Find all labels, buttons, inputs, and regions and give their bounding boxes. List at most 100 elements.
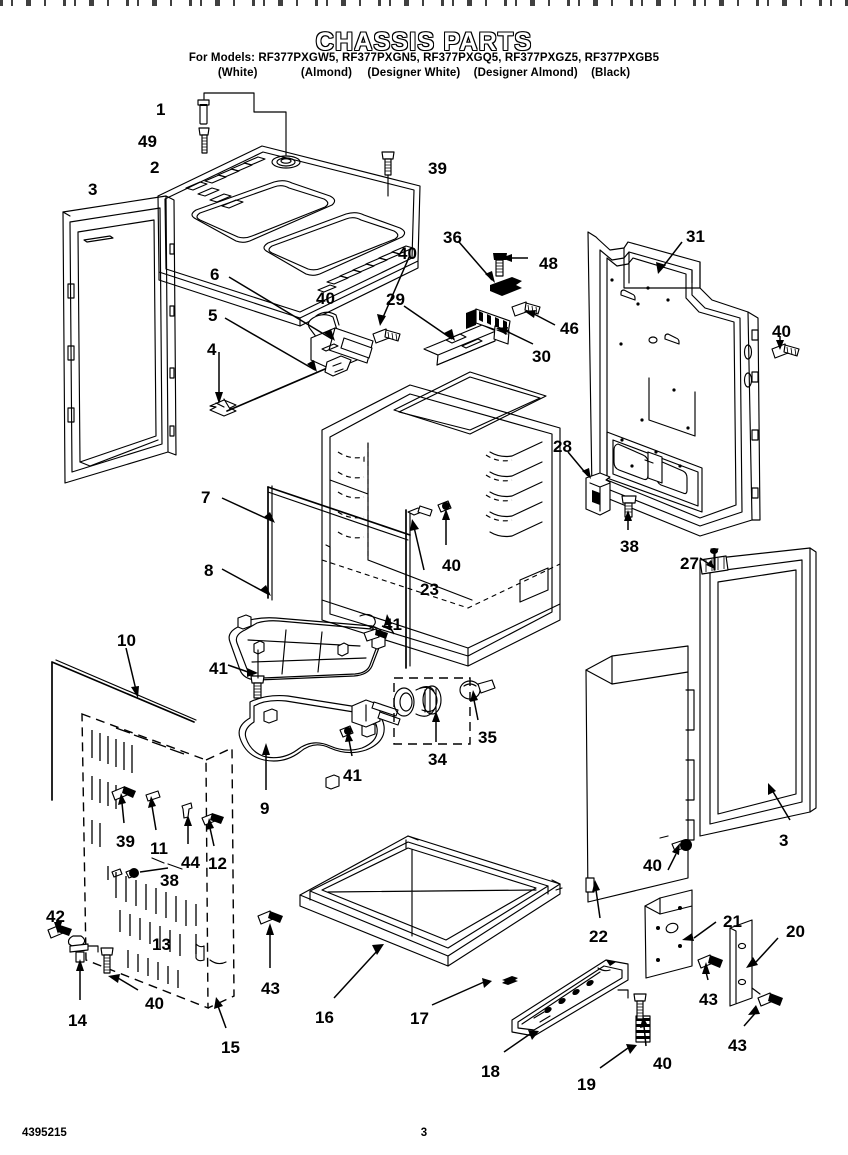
callout-43[interactable]: 43 xyxy=(699,990,718,1009)
part-12-screw xyxy=(202,813,224,846)
callout-16[interactable]: 16 xyxy=(315,1008,334,1027)
callout-40[interactable]: 40 xyxy=(772,322,791,341)
color-almond: (Almond) xyxy=(300,67,353,79)
part-11-pin xyxy=(146,791,160,830)
callout-29[interactable]: 29 xyxy=(386,290,405,309)
part-44-rivet xyxy=(182,803,192,844)
callout-38[interactable]: 38 xyxy=(160,871,179,890)
part-23-rod xyxy=(406,506,432,668)
callout-3[interactable]: 3 xyxy=(779,831,789,850)
part-40-screw-panel22 xyxy=(660,836,692,870)
callout-15[interactable]: 15 xyxy=(221,1038,240,1057)
callout-49[interactable]: 49 xyxy=(138,132,157,151)
part-4-clip xyxy=(210,399,236,416)
footer-part-number: 4395215 xyxy=(22,1127,67,1139)
callout-43[interactable]: 43 xyxy=(261,979,280,998)
part-28-bracket xyxy=(586,473,610,515)
callout-4[interactable]: 4 xyxy=(207,340,217,359)
callout-46[interactable]: 46 xyxy=(560,319,579,338)
footer-page-number: 3 xyxy=(420,1127,428,1139)
callout-41[interactable]: 41 xyxy=(383,615,402,634)
callout-6[interactable]: 6 xyxy=(210,265,220,284)
part-29-rail xyxy=(424,325,496,365)
cooktop-assembly xyxy=(158,146,420,326)
callout-48[interactable]: 48 xyxy=(539,254,558,273)
callout-1[interactable]: 1 xyxy=(156,100,166,119)
part-14-leveling-leg xyxy=(69,936,89,1000)
callout-42[interactable]: 42 xyxy=(46,907,65,926)
part-43-screw-left xyxy=(258,911,283,968)
broil-element xyxy=(229,614,385,680)
part-6-gas-valve xyxy=(308,312,373,376)
callout-23[interactable]: 23 xyxy=(420,580,439,599)
callout-40[interactable]: 40 xyxy=(145,994,164,1013)
bottom-drawer-pan xyxy=(300,836,562,966)
callout-40[interactable]: 40 xyxy=(398,244,417,263)
callout-31[interactable]: 31 xyxy=(686,227,705,246)
callout-7[interactable]: 7 xyxy=(201,488,211,507)
callout-34[interactable]: 34 xyxy=(428,750,447,769)
callout-35[interactable]: 35 xyxy=(478,728,497,747)
callout-36[interactable]: 36 xyxy=(443,228,462,247)
callout-17[interactable]: 17 xyxy=(410,1009,429,1028)
callout-18[interactable]: 18 xyxy=(481,1062,500,1081)
callout-9[interactable]: 9 xyxy=(260,799,270,818)
rear-panel xyxy=(588,232,760,536)
callout-41[interactable]: 41 xyxy=(343,766,362,785)
callout-21[interactable]: 21 xyxy=(723,912,742,931)
part-19-spring xyxy=(600,1016,650,1068)
inner-panel-22 xyxy=(586,646,694,918)
part-40-screw-slide xyxy=(618,990,648,1046)
callout-39[interactable]: 39 xyxy=(428,159,447,178)
part-20-strike-plate xyxy=(730,920,778,1006)
callout-43[interactable]: 43 xyxy=(728,1036,747,1055)
part-49-screw xyxy=(199,128,209,153)
part-36-bracket xyxy=(490,277,522,296)
page-title: CHASSIS PARTS xyxy=(315,28,533,56)
insulation-panel-13 xyxy=(82,714,234,1008)
part-40-screw-rear xyxy=(772,336,799,358)
callout-19[interactable]: 19 xyxy=(577,1075,596,1094)
callout-5[interactable]: 5 xyxy=(208,306,218,325)
callout-44[interactable]: 44 xyxy=(181,853,200,872)
part-46-screw xyxy=(512,302,540,316)
side-panel-right xyxy=(700,548,816,836)
callout-3[interactable]: 3 xyxy=(88,180,98,199)
part-40-screw-cavity xyxy=(438,501,451,545)
part-48-screw xyxy=(493,253,507,276)
part-40-screw-leg xyxy=(88,946,138,990)
callout-27[interactable]: 27 xyxy=(680,554,699,573)
callout-14[interactable]: 14 xyxy=(68,1011,87,1030)
callout-13[interactable]: 13 xyxy=(152,935,171,954)
oven-cavity-liner xyxy=(322,372,560,666)
part-21-bracket xyxy=(645,890,716,978)
color-designer-white: (Designer White) xyxy=(367,67,461,79)
back-shield-10 xyxy=(52,660,196,800)
color-white: (White) xyxy=(217,67,258,79)
callout-11[interactable]: 11 xyxy=(150,839,168,858)
callout-30[interactable]: 30 xyxy=(532,347,551,366)
callout-40[interactable]: 40 xyxy=(653,1054,672,1073)
callout-12[interactable]: 12 xyxy=(208,854,227,873)
callout-40[interactable]: 40 xyxy=(442,556,461,575)
part-39-screw-bottom xyxy=(112,786,136,823)
callout-8[interactable]: 8 xyxy=(204,561,214,580)
callout-10[interactable]: 10 xyxy=(117,631,136,650)
callout-39[interactable]: 39 xyxy=(116,832,135,851)
callout-40[interactable]: 40 xyxy=(643,856,662,875)
models-line: For Models: RF377PXGW5, RF377PXGN5, RF37… xyxy=(188,52,660,64)
part-42-screw xyxy=(48,922,72,938)
callout-28[interactable]: 28 xyxy=(553,437,572,456)
callout-22[interactable]: 22 xyxy=(589,927,608,946)
side-panel-left xyxy=(63,196,176,483)
callout-2[interactable]: 2 xyxy=(150,158,160,177)
color-black: (Black) xyxy=(591,67,631,79)
callout-41[interactable]: 41 xyxy=(209,659,228,678)
colors-line: (White) (Almond) (Designer White) (Desig… xyxy=(0,67,848,79)
callout-20[interactable]: 20 xyxy=(786,922,805,941)
part-27-pin xyxy=(700,548,718,570)
callout-38[interactable]: 38 xyxy=(620,537,639,556)
callout-40[interactable]: 40 xyxy=(316,289,335,308)
